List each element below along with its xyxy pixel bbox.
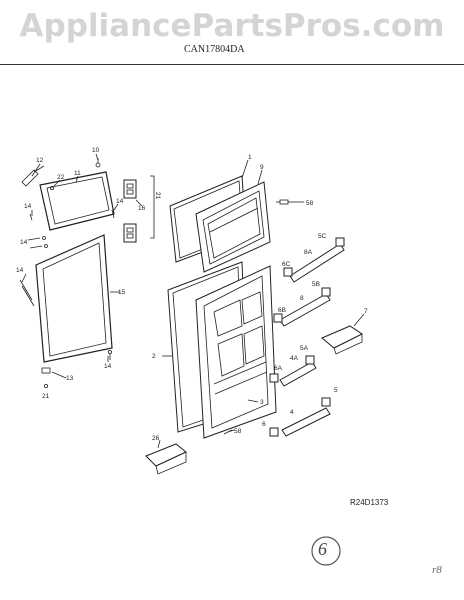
callout-4a: 4A bbox=[290, 355, 299, 362]
freezer-shelf-8a bbox=[283, 237, 345, 283]
watermark: AppliancePartsPros.com bbox=[19, 8, 445, 44]
callout-5c: 5C bbox=[318, 233, 327, 240]
door-shelf-8 bbox=[273, 287, 331, 327]
callout-58-b: 58 bbox=[234, 428, 242, 435]
callout-58-a: 58 bbox=[306, 200, 314, 207]
callout-6c: 6C bbox=[282, 261, 291, 268]
callout-26: 26 bbox=[152, 435, 160, 442]
freezer-door-gasket bbox=[39, 171, 115, 231]
callout-21-a: 21 bbox=[154, 192, 161, 200]
door-shelf-4a bbox=[269, 355, 317, 387]
freezer-door-liner bbox=[195, 181, 271, 273]
model-code: CAN17804DA bbox=[184, 44, 245, 55]
callout-6: 6 bbox=[262, 421, 266, 428]
callout-5b: 5B bbox=[312, 281, 320, 288]
pen-mark: r8 bbox=[432, 564, 442, 576]
leader-lines bbox=[21, 153, 365, 449]
callout-12: 12 bbox=[36, 157, 44, 164]
fresh-food-door-liner bbox=[195, 265, 277, 439]
callout-14-d: 14 bbox=[16, 267, 24, 274]
callout-14-e: 14 bbox=[104, 363, 112, 370]
callout-4: 4 bbox=[290, 409, 294, 416]
door-bin-26 bbox=[145, 443, 187, 475]
callout-9: 9 bbox=[260, 164, 264, 171]
callout-16: 16 bbox=[138, 205, 146, 212]
door-stop-12 bbox=[21, 165, 45, 187]
screws-14 bbox=[19, 209, 115, 360]
callout-14-b: 14 bbox=[116, 198, 124, 205]
fresh-food-door-gasket bbox=[35, 234, 113, 363]
freezer-shelf-screw-58 bbox=[276, 199, 289, 205]
callout-5a: 5A bbox=[300, 345, 309, 352]
callout-2: 2 bbox=[152, 353, 156, 360]
callout-14-c: 14 bbox=[20, 239, 28, 246]
callout-21-b: 21 bbox=[42, 393, 50, 400]
callout-14-a: 14 bbox=[24, 203, 32, 210]
callout-10: 10 bbox=[92, 147, 100, 154]
page-number-circle bbox=[311, 536, 341, 566]
callout-5: 5 bbox=[334, 387, 338, 394]
callout-22: 22 bbox=[57, 174, 65, 181]
callout-6b: 6B bbox=[278, 307, 286, 314]
callout-6a: 6A bbox=[274, 365, 283, 372]
callout-11: 11 bbox=[74, 170, 81, 177]
callout-labels: 12 10 22 11 14 14 14 14 15 14 13 21 16 2… bbox=[16, 147, 368, 442]
callout-8: 8 bbox=[300, 295, 304, 302]
callout-7: 7 bbox=[364, 308, 368, 315]
page-number: 6 bbox=[318, 539, 327, 559]
callout-15: 15 bbox=[118, 289, 126, 296]
callout-3: 3 bbox=[260, 399, 264, 406]
door-shelf-4 bbox=[269, 397, 331, 437]
callout-8a: 8A bbox=[304, 249, 313, 256]
diagram-reference-code: R24D1373 bbox=[350, 498, 389, 507]
dairy-door-7 bbox=[321, 325, 363, 355]
callout-1: 1 bbox=[248, 154, 252, 161]
screw-22 bbox=[50, 185, 55, 190]
header-rule bbox=[0, 64, 464, 65]
hinge-brackets-16 bbox=[123, 175, 155, 243]
door-bottom-hinge-13 bbox=[41, 367, 51, 388]
callout-13: 13 bbox=[66, 375, 74, 382]
